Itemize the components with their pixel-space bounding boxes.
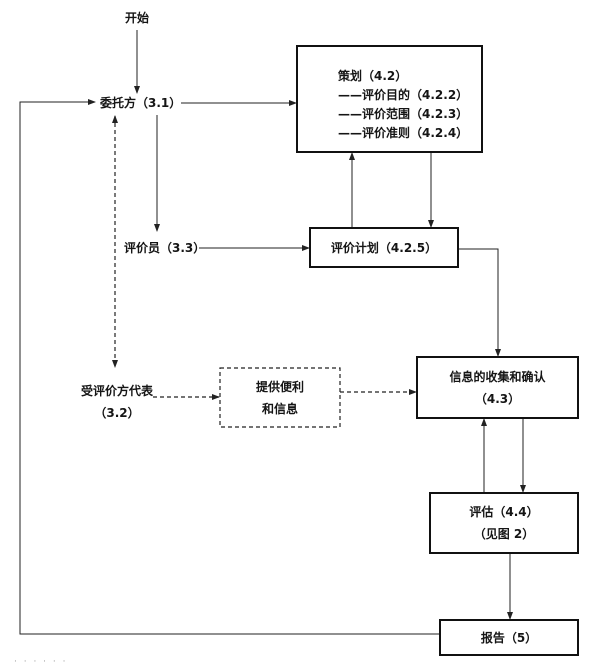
evaluation-plan-label: 评价计划（4.2.5）	[330, 240, 438, 255]
edge-report-to-client	[19, 99, 440, 635]
support-line2: 和信息	[261, 401, 298, 416]
assessment-box	[429, 492, 579, 554]
report-box	[439, 619, 579, 656]
info-collection-node: 信息的收集和确认 （4.3）	[417, 357, 578, 418]
provide-support-node: 提供便利 和信息	[220, 368, 340, 427]
evaluation-plan-box	[309, 227, 459, 268]
planning-node: 策划（4.2） ——评价目的（4.2.2） ——评价范围（4.2.3） ——评价…	[338, 67, 468, 143]
planning-item: ——评价范围（4.2.3）	[338, 107, 469, 121]
planning-title: 策划（4.2）	[338, 69, 408, 83]
planning-box	[296, 45, 483, 153]
info-line1: 信息的收集和确认	[449, 369, 546, 384]
report-node: 报告（5）	[440, 620, 578, 655]
info-collection-box	[416, 356, 579, 419]
assessment-line2: （见图 2）	[473, 527, 535, 541]
rep-line2: （3.2）	[94, 406, 140, 420]
info-line2: （4.3）	[474, 391, 521, 406]
planning-item: ——评价准则（4.2.4）	[338, 126, 469, 140]
footer-fragment: · · · · · ·	[14, 657, 68, 667]
rep-line1: 受评价方代表	[80, 384, 153, 398]
support-line1: 提供便利	[255, 379, 304, 394]
client-node: 委托方（3.1）	[100, 95, 182, 111]
edge-plan-to-info	[458, 248, 501, 357]
provide-support-box	[219, 367, 341, 428]
start-label: 开始	[125, 11, 150, 25]
evaluator-node: 评价员（3.3）	[124, 241, 206, 255]
planning-item: ——评价目的（4.2.2）	[338, 88, 469, 102]
evaluated-party-rep-node: 受评价方代表 （3.2）	[72, 380, 162, 424]
report-label: 报告（5）	[480, 630, 538, 645]
evaluation-plan-node: 评价计划（4.2.5）	[310, 228, 458, 267]
assessment-node: 评估（4.4） （见图 2）	[430, 493, 578, 553]
assessment-line1: 评估（4.4）	[469, 505, 539, 519]
